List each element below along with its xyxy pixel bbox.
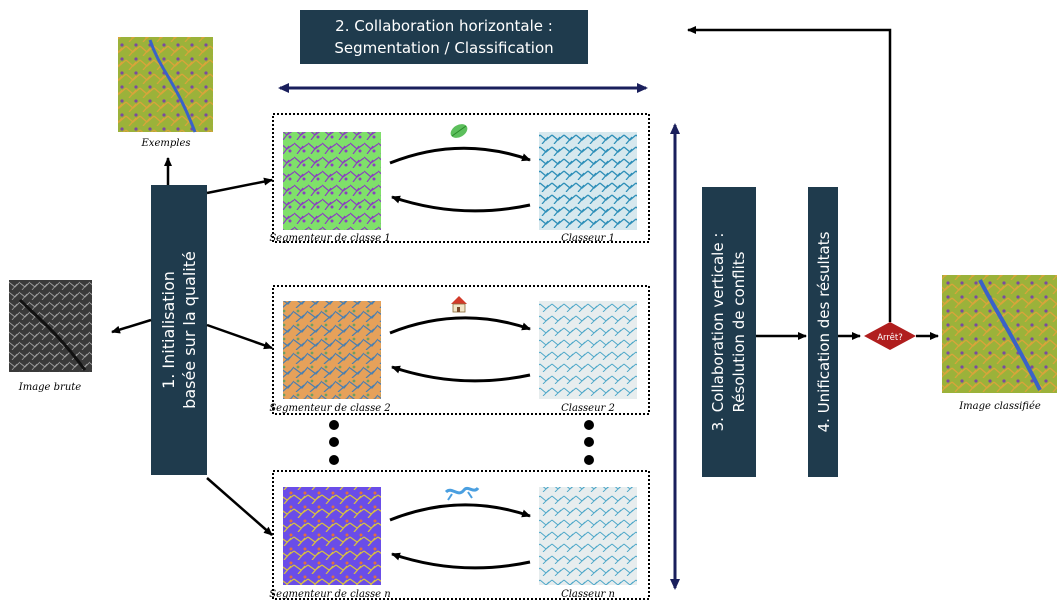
segmenter-1-caption: Segmenteur de classe 1	[269, 233, 390, 244]
water-icon	[444, 486, 480, 501]
unification-label: 4. Unification des résultats	[815, 231, 833, 432]
stop-decision: Arrêt?	[864, 322, 916, 350]
segmenter-1-image	[283, 132, 381, 230]
initialization-subtitle: basée sur la qualité	[180, 251, 199, 409]
ellipsis-dots-right	[584, 420, 594, 465]
stop-decision-label: Arrêt?	[877, 332, 903, 343]
unification-box: 4. Unification des résultats	[808, 187, 838, 477]
leaf-icon	[450, 124, 468, 138]
row-2-backward-arrow	[391, 365, 531, 383]
row-1-forward-arrow	[389, 146, 531, 165]
row-3-frame	[272, 470, 650, 600]
row-1-frame	[272, 113, 650, 243]
vertical-collaboration-subtitle: Résolution de conflits	[730, 251, 748, 412]
row-3-backward-arrow	[391, 552, 531, 570]
raw-image-caption: Image brute	[18, 382, 82, 393]
vertical-collaboration-box: 3. Collaboration verticale : Résolution …	[702, 187, 756, 477]
arrow-init-to-raw-image	[111, 318, 152, 334]
arrow-init-to-row3	[206, 477, 273, 536]
initialization-box: 1. Initialisation basée sur la qualité	[151, 185, 207, 475]
row-3-forward-arrow	[389, 503, 531, 522]
vertical-collaboration-title: 3. Collaboration verticale :	[709, 233, 727, 432]
classifier-2-image	[539, 301, 637, 399]
classifier-1-caption: Classeur 1	[561, 233, 615, 244]
arrow-init-to-row2	[206, 323, 273, 350]
ellipsis-dots-left	[329, 420, 339, 465]
segmenter-n-image	[283, 487, 381, 585]
horizontal-collaboration-title: 2. Collaboration horizontale :	[335, 17, 553, 35]
exemples-image	[118, 37, 213, 133]
arrow-init-to-row1	[206, 177, 273, 195]
classified-image	[942, 275, 1057, 393]
row-1-backward-arrow	[391, 195, 531, 213]
row-2-frame	[272, 285, 650, 415]
classifier-1-image	[539, 132, 637, 230]
initialization-title: 1. Initialisation	[159, 271, 178, 389]
row-2-forward-arrow	[389, 316, 531, 335]
classifier-2-caption: Classeur 2	[561, 403, 615, 414]
house-icon	[451, 296, 467, 313]
exemples-caption: Exemples	[141, 138, 191, 149]
row-3: Segmenteur de classe n Classeur n	[269, 470, 650, 600]
classified-image-caption: Image classifiée	[958, 401, 1041, 412]
segmenter-n-caption: Segmenteur de classe n	[269, 589, 390, 600]
segmenter-2-caption: Segmenteur de classe 2	[269, 403, 390, 414]
loop-back-arrow	[687, 26, 892, 322]
segmenter-2-image	[283, 301, 381, 399]
horizontal-collaboration-subtitle: Segmentation / Classification	[334, 39, 553, 57]
classifier-n-image	[539, 487, 637, 585]
classifier-n-caption: Classeur n	[561, 589, 615, 600]
horizontal-collaboration-box: 2. Collaboration horizontale : Segmentat…	[300, 10, 588, 64]
row-1: Segmenteur de classe 1 Classeur 1	[269, 113, 650, 244]
raw-image	[9, 280, 92, 372]
row-2: Segmenteur de classe 2 Classeur 2	[269, 285, 650, 415]
